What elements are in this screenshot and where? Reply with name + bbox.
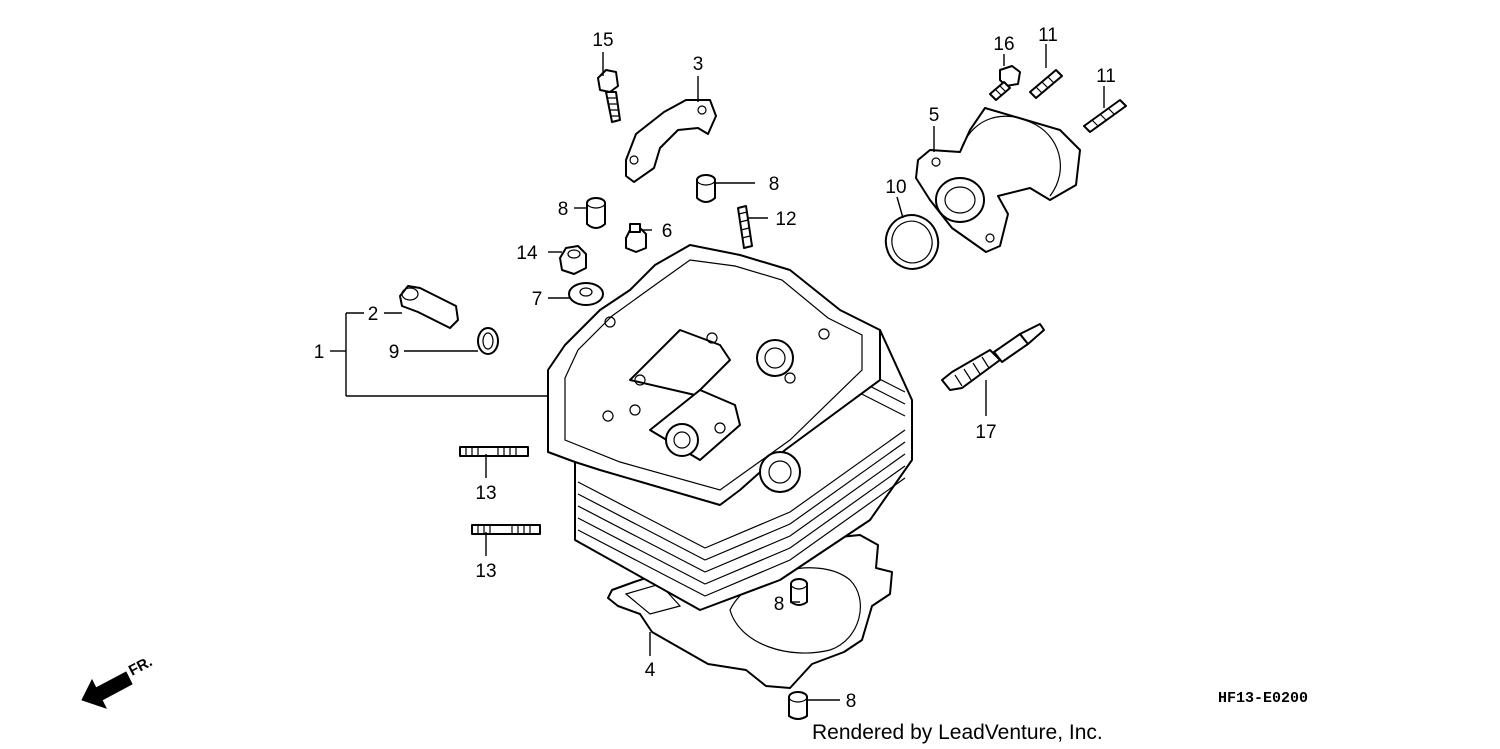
leader-lines	[330, 44, 1105, 701]
callout-16: 16	[993, 34, 1014, 55]
callout-17: 17	[975, 422, 996, 443]
callout-10: 10	[885, 177, 906, 198]
callout-4: 4	[645, 660, 656, 681]
render-credit: Rendered by LeadVenture, Inc.	[812, 721, 1103, 744]
callout-3: 3	[693, 54, 704, 75]
stud-bolt-13a[interactable]	[459, 446, 529, 457]
stud-bolt-11b[interactable]	[1083, 99, 1127, 133]
diagram-code: HF13-E0200	[1218, 690, 1308, 707]
callout-2: 2	[368, 304, 379, 325]
intake-insulator[interactable]	[915, 107, 1081, 253]
stud-bolt-12[interactable]	[737, 205, 753, 249]
callout-14: 14	[516, 243, 538, 264]
callout-6: 6	[662, 221, 673, 242]
sealing-washer[interactable]	[568, 282, 604, 306]
cap-nut[interactable]	[559, 245, 587, 275]
callout-13: 13	[475, 483, 496, 504]
callout-5: 5	[929, 105, 940, 126]
stud-bolt-13b[interactable]	[471, 524, 541, 535]
cylinder-head[interactable]	[547, 244, 913, 611]
front-direction-indicator: FR.	[81, 653, 155, 709]
o-ring-insulator[interactable]	[878, 208, 945, 277]
flange-bolt-16[interactable]	[989, 65, 1021, 101]
dowel-pin-c[interactable]	[790, 578, 808, 606]
front-arrow-icon	[81, 671, 133, 709]
callout-7: 7	[532, 289, 543, 310]
callout-8: 8	[769, 174, 780, 195]
spark-plug[interactable]	[941, 323, 1045, 391]
plug-bolt[interactable]	[625, 223, 647, 253]
callout-1: 1	[314, 342, 325, 363]
callout-15: 15	[592, 30, 613, 51]
flange-bolt[interactable]	[597, 69, 621, 123]
camshaft-holder[interactable]	[625, 99, 717, 183]
callout-11: 11	[1038, 25, 1058, 46]
o-ring-small[interactable]	[477, 327, 499, 355]
callout-8: 8	[846, 691, 857, 712]
callout-labels: 15 3 8 8 12 6 14 7 2 1 9 13 13 4 8 8 5 1…	[314, 25, 1116, 712]
callout-8: 8	[558, 199, 569, 220]
dowel-pin-d[interactable]	[788, 691, 808, 720]
callout-9: 9	[389, 342, 400, 363]
callout-12: 12	[775, 209, 796, 230]
callout-8: 8	[774, 594, 785, 615]
front-label: FR.	[126, 653, 155, 679]
dowel-pin-a[interactable]	[586, 197, 606, 229]
dowel-pin-b[interactable]	[696, 174, 716, 203]
stud-bolt-11a[interactable]	[1029, 69, 1063, 99]
callout-11: 11	[1096, 66, 1116, 87]
valve-insert[interactable]	[399, 285, 459, 329]
callout-13: 13	[475, 561, 496, 582]
